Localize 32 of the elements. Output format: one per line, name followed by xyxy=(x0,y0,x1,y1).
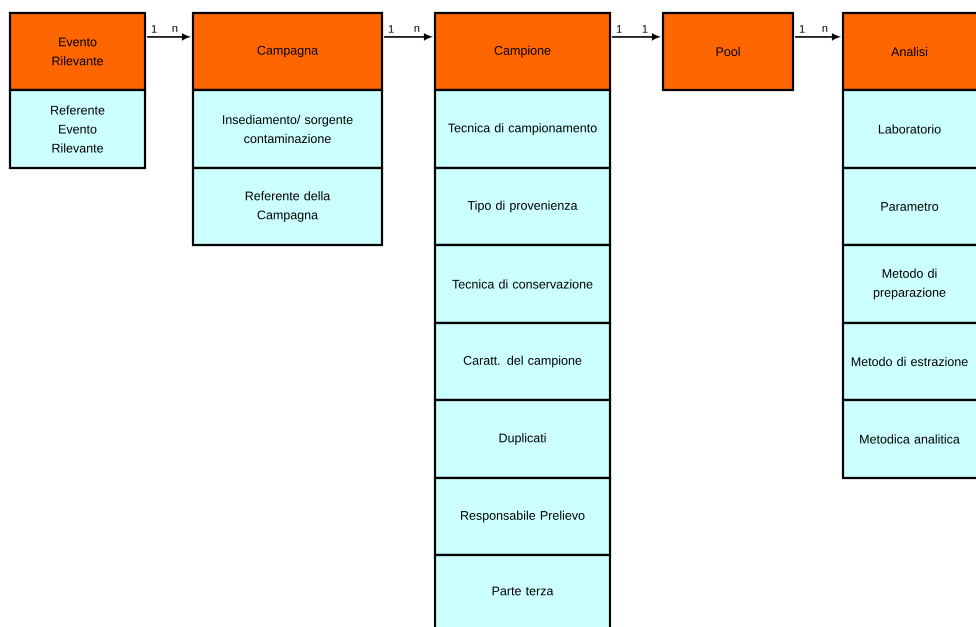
entity-box: Evento Rilevante xyxy=(8,12,146,92)
arrow xyxy=(612,34,659,40)
attribute-cell: Parte terza xyxy=(434,554,612,627)
entity-box: Campagna xyxy=(192,12,384,92)
cardinality-label: n xyxy=(822,26,828,32)
attribute-cell: Referente Evento Rilevante xyxy=(8,88,146,170)
attribute-cell: Insediamento/ sorgente contaminazione xyxy=(192,88,384,170)
attribute-cell: Duplicati xyxy=(434,398,612,480)
attribute-cell: Tipo di provenienza xyxy=(434,166,612,246)
entity-box: Analisi xyxy=(842,12,976,92)
attribute-cell: Laboratorio xyxy=(842,88,976,170)
entity-box: Pool xyxy=(662,12,794,92)
cardinality-label: n xyxy=(414,26,420,32)
cardinality-label: 1 xyxy=(800,25,805,33)
attribute-cell: Metodo di preparazione xyxy=(842,244,976,324)
attribute-cell: Referente della Campagna xyxy=(192,166,384,246)
cardinality-label: n xyxy=(172,26,178,32)
arrow xyxy=(795,34,839,40)
cardinality-label: 1 xyxy=(616,25,622,33)
attribute-cell: Caratt. del campione xyxy=(434,322,612,402)
cardinality-label: 1 xyxy=(642,25,648,33)
attribute-cell: Metodo di estrazione xyxy=(842,322,976,402)
cardinality-label: 1 xyxy=(388,25,394,33)
attribute-cell: Responsabile Prelievo xyxy=(434,476,612,556)
arrow xyxy=(384,34,431,40)
attribute-cell: Parametro xyxy=(842,166,976,246)
attribute-cell: Metodica analitica xyxy=(842,398,976,480)
attribute-cell: Tecnica di conservazione xyxy=(434,244,612,324)
attribute-cell: Tecnica di campionamento xyxy=(434,88,612,170)
arrow xyxy=(147,34,189,40)
entity-box: Campione xyxy=(434,12,612,92)
cardinality-label: 1 xyxy=(152,25,157,33)
